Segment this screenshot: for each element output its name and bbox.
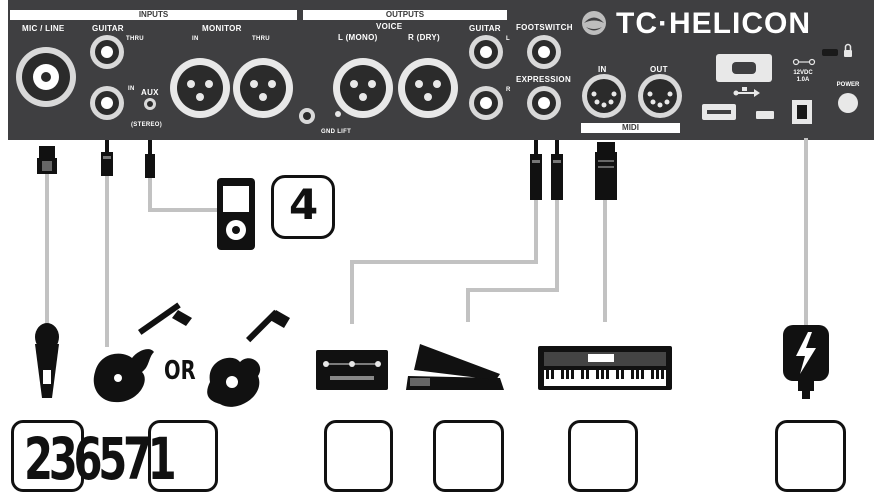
cables — [45, 138, 808, 347]
label-expression: EXPRESSION — [516, 75, 572, 84]
dc-polarity-icon — [792, 58, 816, 66]
midi-in-din — [582, 74, 626, 118]
footswitch-jack — [527, 35, 561, 69]
label-l-mono: L (MONO) — [338, 33, 378, 42]
label-monitor-thru: THRU — [252, 36, 270, 42]
gnd-lift-switch — [335, 111, 341, 117]
label-monitor: MONITOR — [202, 24, 242, 33]
usb-icon — [733, 87, 760, 97]
section-midi: MIDI — [581, 123, 680, 133]
midi-cable-plug-icon — [595, 142, 617, 200]
callout-box-expression — [433, 420, 504, 492]
expression-pedal-icon — [406, 344, 504, 390]
label-power: POWER — [836, 82, 860, 88]
expression-cable-plug-icon — [551, 140, 563, 200]
footswitch-pedal-icon — [316, 350, 388, 390]
label-mic-line: MIC / LINE — [22, 24, 65, 33]
label-voice: VOICE — [376, 22, 403, 31]
power-button — [838, 93, 858, 113]
callout-box-aux — [271, 175, 335, 239]
dc-power-jack — [792, 100, 812, 124]
usb-mini-port — [756, 111, 774, 119]
label-thru-1: THRU — [126, 36, 144, 42]
expression-jack — [527, 86, 561, 120]
or-label: OR — [164, 356, 196, 386]
footswitch-cable-plug-icon — [530, 140, 542, 200]
section-inputs: INPUTS — [10, 10, 297, 20]
tc-helicon-logo-icon — [582, 11, 606, 35]
section-outputs: OUTPUTS — [303, 10, 507, 20]
label-out-l: L — [506, 36, 510, 42]
monitor-thru-xlr — [233, 58, 293, 118]
callout-box-midi — [568, 420, 638, 492]
power-adapter-icon — [783, 325, 829, 399]
mic-line-combo-jack — [16, 47, 76, 107]
electric-guitar-icon — [93, 302, 192, 403]
acoustic-guitar-icon — [207, 309, 290, 407]
callout-overlay-number: 236571 — [24, 425, 177, 493]
guitar-thru-jack — [90, 35, 124, 69]
guitar-out-l-jack — [469, 35, 503, 69]
usb-port — [732, 62, 756, 74]
label-guitar-out: GUITAR — [469, 24, 501, 33]
label-stereo: (STEREO) — [131, 122, 163, 128]
microphone-icon — [35, 323, 59, 398]
label-r-dry: R (DRY) — [408, 33, 441, 42]
guitar-cable-plug-icon — [101, 140, 113, 176]
aux-jack — [144, 98, 156, 110]
lock-icon — [844, 43, 852, 57]
label-guitar-in: GUITAR — [92, 24, 124, 33]
keyboard-synth-icon — [538, 346, 672, 390]
xlr-plug-icon — [37, 146, 57, 174]
label-in-1: IN — [128, 86, 135, 92]
label-monitor-in: IN — [192, 36, 199, 42]
midi-out-din — [638, 74, 682, 118]
mp3-player-icon — [217, 178, 255, 250]
label-gnd-lift: GND LIFT — [321, 129, 352, 135]
aux-cable-plug-icon — [145, 140, 155, 178]
callout-box-mic — [11, 420, 84, 492]
label-midi-in: IN — [598, 65, 607, 74]
guitar-in-jack — [90, 86, 124, 120]
label-aux: AUX — [141, 88, 159, 97]
voice-out-l-xlr — [333, 58, 393, 118]
headphone-jack — [299, 108, 315, 124]
voice-out-r-xlr — [398, 58, 458, 118]
label-out-r: R — [506, 87, 511, 93]
label-power-spec: 12VDC 1.0A — [793, 70, 813, 83]
callout-box-guitar — [148, 420, 218, 492]
monitor-in-xlr — [170, 58, 230, 118]
guitar-out-r-jack — [469, 86, 503, 120]
callout-box-footswitch — [324, 420, 393, 492]
label-footswitch: FOOTSWITCH — [516, 23, 573, 32]
callout-number-aux: 4 — [289, 180, 319, 229]
security-slot — [822, 49, 838, 56]
brand-wordmark: TC·HELICON — [616, 7, 811, 40]
label-midi-out: OUT — [650, 65, 668, 74]
callout-box-power — [775, 420, 846, 492]
